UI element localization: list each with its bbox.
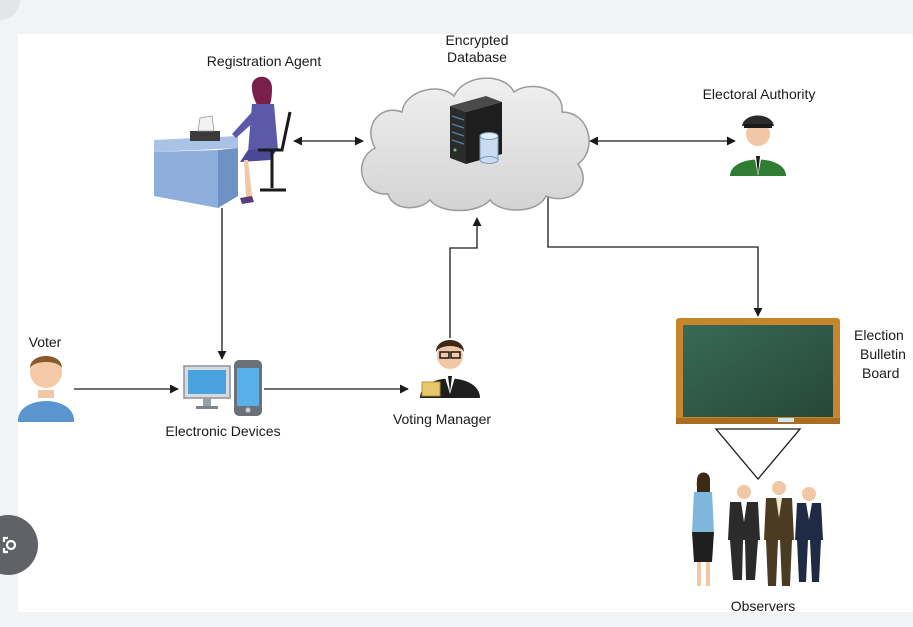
officer-icon [730,115,786,176]
voter-label: Voter [29,334,62,350]
observer-man-2-icon [764,481,794,586]
database-bulletin-arrow [547,190,763,317]
electronic-devices-label: Electronic Devices [165,423,280,439]
bulletin-label-line3: Board [862,365,899,381]
observers-icon [692,472,823,586]
voting-manager-label: Voting Manager [393,411,491,427]
manager-icon [420,340,480,398]
observers-label: Observers [731,598,796,614]
smartphone-icon [234,360,262,416]
voter-icon [17,356,75,422]
database-cylinder-icon [479,132,499,164]
bulletin-label-line1: Election [854,327,904,343]
electoral-authority-label: Electoral Authority [703,86,816,102]
manager-database-arrow [449,217,482,338]
lens-search-icon [2,536,17,554]
typewriter-icon [190,115,220,141]
database-label-line1: Encrypted [445,32,508,48]
database-label-line2: Database [447,49,507,65]
office-chair-icon [258,111,292,192]
bulletin-label-line2: Bulletin [860,346,906,362]
desktop-monitor-icon [183,365,231,409]
observer-woman-icon [692,472,714,586]
chalkboard-icon [676,318,840,424]
desk-icon [154,136,238,208]
registration-agent-label: Registration Agent [207,53,322,69]
observer-man-1-icon [728,485,760,580]
connectors [74,136,802,481]
bulletin-observers-funnel [714,428,802,481]
agent-woman-icon [232,76,278,204]
observer-man-3-icon [795,487,823,582]
